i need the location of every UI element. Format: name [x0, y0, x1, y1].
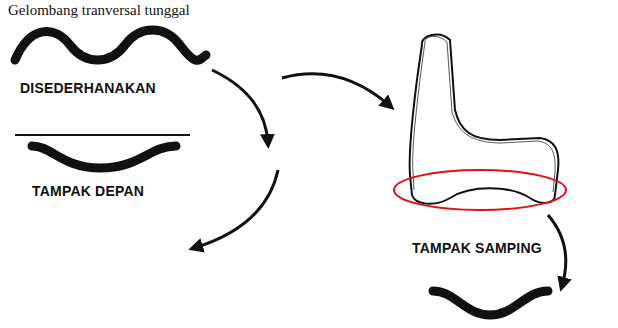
curved-arrow	[548, 215, 566, 286]
wave	[15, 30, 206, 60]
curved-arrow	[282, 74, 390, 106]
wave-trough	[433, 291, 548, 315]
title: Gelombang tranversal tunggal	[8, 2, 190, 19]
highlight-ellipse	[394, 170, 566, 210]
ground-line	[15, 134, 190, 136]
curved-arrow	[194, 170, 278, 248]
view-label: TAMPAK SAMPING	[412, 240, 542, 256]
chair-sketch-stroke	[413, 36, 555, 192]
curved-arrow	[212, 70, 268, 143]
view-label: TAMPAK DEPAN	[32, 183, 144, 199]
view-label: DISEDERHANAKAN	[20, 80, 156, 96]
chair-sketch	[410, 35, 559, 204]
wave-trough	[32, 146, 176, 168]
